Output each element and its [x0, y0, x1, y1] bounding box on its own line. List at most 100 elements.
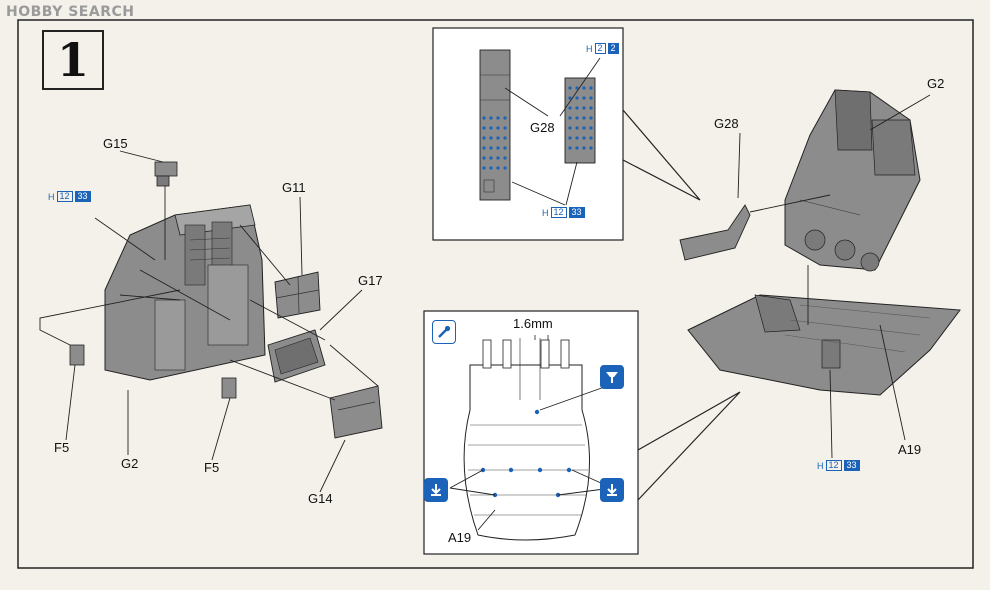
hole-dot	[589, 106, 593, 110]
hole-dot	[582, 106, 586, 110]
hole-dot	[482, 166, 486, 170]
hole-dot	[575, 136, 579, 140]
hole-dot	[503, 116, 507, 120]
g2-right-cockpit-tub	[784, 89, 921, 272]
hole-dot	[568, 106, 572, 110]
hole-dot	[482, 126, 486, 130]
hole-dot	[575, 96, 579, 100]
part-ref-top: H 2 2	[586, 43, 619, 54]
ref-prefix: H	[586, 43, 593, 54]
hole-dot	[482, 146, 486, 150]
hole-dot	[482, 116, 486, 120]
hole-dot	[496, 116, 500, 120]
hole-dot	[489, 136, 493, 140]
hole-dot	[496, 146, 500, 150]
glue-brush-icon	[432, 320, 456, 344]
top-inset-leaders	[504, 57, 601, 206]
ref-prefix: H	[542, 207, 549, 218]
ref-num-a: 2	[594, 43, 606, 54]
ref-num-b: 2	[607, 43, 619, 54]
right-leader-lines	[737, 94, 931, 459]
hole-dot	[575, 146, 579, 150]
g28-right-part	[679, 204, 751, 261]
part-ref-left: H 12 33	[48, 191, 91, 202]
ref-num-b: 33	[74, 191, 91, 202]
bottom-inset-pointer	[637, 391, 741, 501]
inset-holes-b	[568, 86, 593, 150]
hole-dot	[589, 116, 593, 120]
hole-dot	[503, 156, 507, 160]
drill-hole-icon	[600, 365, 624, 389]
hole-dot	[582, 126, 586, 130]
watermark: HOBBY SEARCH	[6, 4, 135, 20]
hole-dot	[582, 96, 586, 100]
ref-prefix: H	[48, 191, 55, 202]
label-g2-left: G2	[121, 456, 139, 471]
hole-dot	[589, 126, 593, 130]
hole-dot	[568, 136, 572, 140]
hole-dot	[489, 156, 493, 160]
measure-label: 1.6mm	[513, 316, 553, 331]
hole-dot	[496, 156, 500, 160]
g14-part	[329, 385, 383, 439]
hole-dot	[508, 467, 514, 473]
hole-dot	[496, 136, 500, 140]
label-f5-right: F5	[204, 460, 220, 475]
g28-inset-part-a	[479, 49, 511, 201]
label-f5-left: F5	[54, 440, 70, 455]
label-a19-right: A19	[898, 442, 922, 457]
hole-dot	[489, 126, 493, 130]
ref-num-a: 12	[825, 460, 842, 471]
ref-num-a: 12	[550, 207, 567, 218]
hole-dot	[582, 146, 586, 150]
ref-num-a: 12	[56, 191, 73, 202]
hole-dot	[575, 106, 579, 110]
ref-prefix: H	[817, 460, 824, 471]
hole-dot	[503, 126, 507, 130]
g15-part	[154, 161, 178, 187]
ref-num-b: 33	[568, 207, 585, 218]
hole-dot	[482, 156, 486, 160]
hole-dot	[575, 126, 579, 130]
attach-arrow-icon	[424, 478, 448, 502]
hole-dot	[489, 146, 493, 150]
hole-dot	[503, 146, 507, 150]
hole-dot	[582, 136, 586, 140]
hole-dot	[566, 467, 572, 473]
hole-dot	[496, 126, 500, 130]
hole-dot	[568, 146, 572, 150]
a19-inset-holes	[480, 409, 572, 498]
hole-dot	[575, 86, 579, 90]
label-g28: G28	[714, 116, 739, 131]
a19-inset-floor	[463, 335, 591, 541]
label-g28-inset: G28	[530, 120, 555, 135]
hole-dot	[568, 86, 572, 90]
hole-dot	[489, 116, 493, 120]
label-a19-inset: A19	[448, 530, 472, 545]
attach-arrow-icon	[600, 478, 624, 502]
outer-frame	[17, 19, 974, 569]
g2-left-cockpit-tub	[104, 204, 266, 381]
hole-dot	[489, 166, 493, 170]
label-g15: G15	[103, 136, 128, 151]
hole-dot	[582, 86, 586, 90]
f5-part-left	[69, 344, 85, 366]
hole-dot	[575, 116, 579, 120]
hole-dot	[503, 166, 507, 170]
hole-dot	[589, 146, 593, 150]
label-g11: G11	[282, 180, 306, 195]
g17-part	[267, 329, 326, 383]
hole-dot	[496, 166, 500, 170]
hole-dot	[568, 126, 572, 130]
hole-dot	[482, 136, 486, 140]
f5-part-right	[221, 377, 237, 399]
hole-dot	[582, 116, 586, 120]
label-g14: G14	[308, 491, 333, 506]
hole-dot	[568, 96, 572, 100]
top-inset-pointer	[622, 109, 701, 201]
part-ref-right: H 12 33	[817, 460, 860, 471]
step-number: 1	[42, 30, 104, 90]
hole-dot	[589, 96, 593, 100]
